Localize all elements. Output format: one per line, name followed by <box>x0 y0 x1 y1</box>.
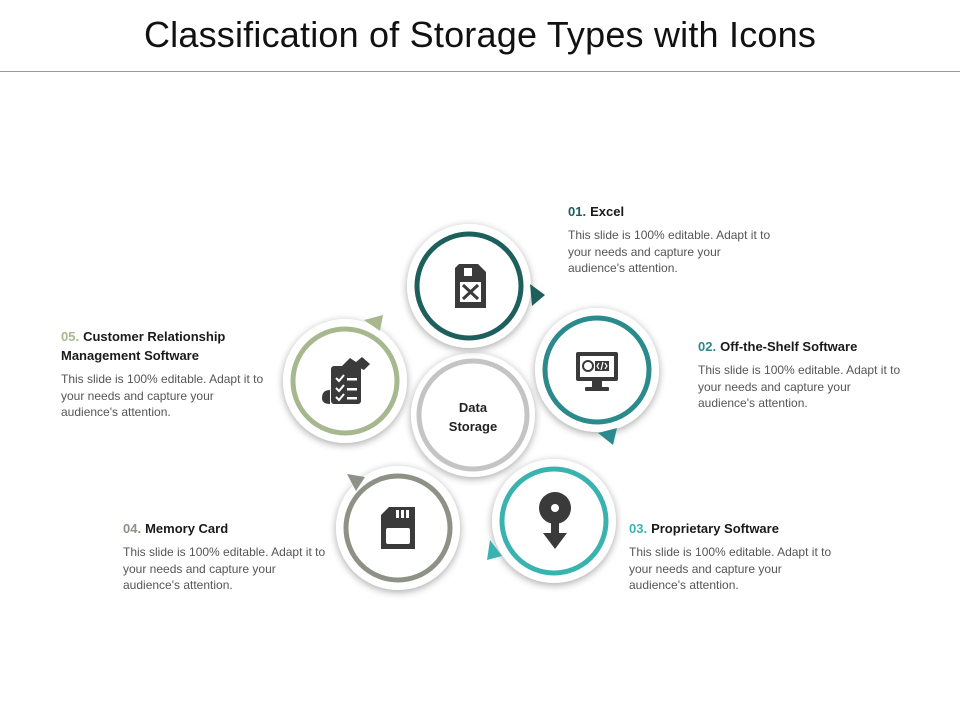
pointer-arrow-crm <box>364 315 383 331</box>
node-off-the-shelf <box>535 308 659 445</box>
text-block-excel: 01.Excel This slide is 100% editable. Ad… <box>568 202 773 277</box>
pointer-arrow-excel <box>530 284 545 306</box>
item-heading: 04.Memory Card <box>123 521 229 536</box>
item-heading: 01.Excel <box>568 204 625 219</box>
item-description: This slide is 100% editable. Adapt it to… <box>568 228 771 275</box>
excel-file-icon <box>455 264 486 308</box>
handshake-checklist-icon <box>322 357 370 404</box>
item-description: This slide is 100% editable. Adapt it to… <box>698 363 901 410</box>
node-excel <box>407 224 545 348</box>
node-memory-card <box>336 466 460 590</box>
text-block-proprietary: 03.Proprietary Software This slide is 10… <box>629 519 834 594</box>
item-description: This slide is 100% editable. Adapt it to… <box>123 545 326 592</box>
title-divider <box>0 71 960 72</box>
text-block-crm: 05.Customer Relationship Management Soft… <box>61 327 266 421</box>
center-label: Data Storage <box>448 400 498 434</box>
disc-download-icon <box>539 492 571 549</box>
item-description: This slide is 100% editable. Adapt it to… <box>629 545 832 592</box>
pointer-arrow-off-the-shelf <box>598 428 617 445</box>
monitor-code-icon <box>576 352 618 391</box>
item-description: This slide is 100% editable. Adapt it to… <box>61 372 264 419</box>
item-heading: 03.Proprietary Software <box>629 521 779 536</box>
text-block-memory-card: 04.Memory Card This slide is 100% editab… <box>123 519 328 594</box>
center-node <box>411 353 535 477</box>
slide-title: Classification of Storage Types with Ico… <box>143 14 817 55</box>
pointer-arrow-proprietary <box>487 540 502 560</box>
memory-card-icon <box>381 507 415 549</box>
item-heading: 05.Customer Relationship Management Soft… <box>61 329 226 363</box>
node-proprietary <box>487 459 616 583</box>
pointer-arrow-memory-card <box>347 474 365 491</box>
item-heading: 02.Off-the-Shelf Software <box>698 339 858 354</box>
text-block-off-the-shelf: 02.Off-the-Shelf Software This slide is … <box>698 337 903 412</box>
node-crm <box>283 315 407 443</box>
